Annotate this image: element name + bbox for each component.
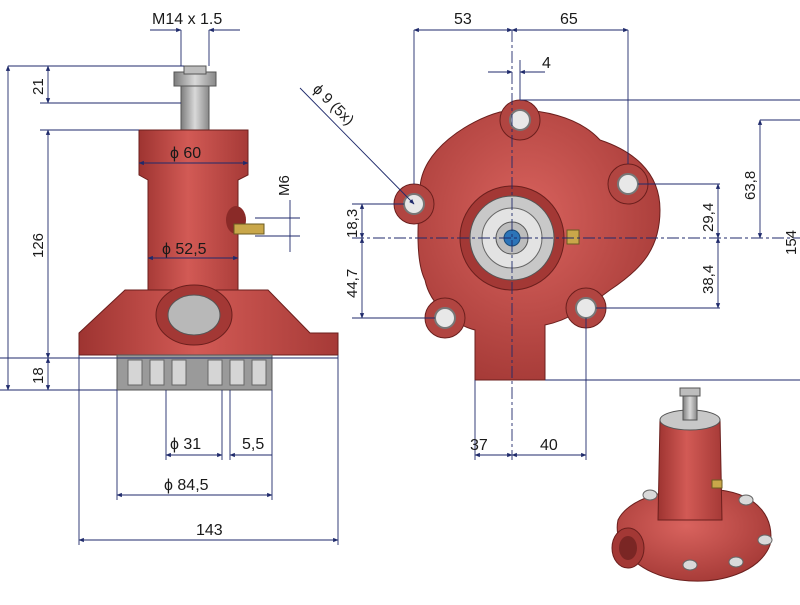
impeller-base: [116, 354, 273, 391]
m6-label: M6: [276, 175, 293, 196]
dim-143-label: 143: [196, 522, 223, 539]
dim-60-label: ϕ 60: [170, 145, 201, 162]
dim-154-label: 154: [783, 230, 800, 255]
dim-31-label: ϕ 31: [170, 436, 201, 453]
dim-18-label: 18: [30, 367, 47, 384]
outlet-port-inner: [167, 294, 221, 336]
dim-44-7-label: 44,7: [344, 269, 361, 298]
dim-53-label: 53: [454, 11, 472, 28]
iso-outlet-inner: [619, 536, 637, 560]
dim-29-4-label: 29,4: [700, 203, 717, 232]
grease-nipple: [233, 223, 265, 235]
dim-4-label: 4: [542, 55, 551, 72]
iso-lugs: [642, 489, 773, 571]
front-view: 53 65 4 ϕ 9 (5x) 18,3 44,7 63,8 29,4 38,…: [299, 11, 800, 460]
side-view: M14 x 1.5 21 126 18 ϕ 60 ϕ 52,5 M6 ϕ 31 …: [0, 11, 339, 545]
dim-21-label: 21: [30, 78, 47, 95]
dim-18-3-label: 18,3: [344, 209, 361, 238]
dim-126-label: 126: [30, 233, 47, 258]
dim-5-5-label: 5,5: [242, 436, 264, 453]
dim-63-8-label: 63,8: [742, 171, 759, 200]
iso-body: [657, 419, 723, 521]
grease-nipple-front: [566, 229, 580, 245]
dim-84-5-label: ϕ 84,5: [164, 477, 209, 494]
dim-38-4-label: 38,4: [700, 265, 717, 294]
iso-grease-nipple: [711, 479, 723, 489]
thread-label: M14 x 1.5: [152, 11, 222, 28]
iso-nut: [679, 387, 701, 397]
impeller-fins: [127, 359, 267, 386]
dim-65-label: 65: [560, 11, 578, 28]
water-pump-3d-icon: [611, 387, 773, 582]
dim-40-label: 40: [540, 437, 558, 454]
dim-37-label: 37: [470, 437, 488, 454]
shaft: [180, 79, 210, 131]
shaft-tip: [183, 65, 207, 75]
dim-52-5-label: ϕ 52,5: [162, 241, 207, 258]
side-view-dimensions: [0, 27, 339, 545]
front-view-dimensions: [299, 27, 800, 460]
